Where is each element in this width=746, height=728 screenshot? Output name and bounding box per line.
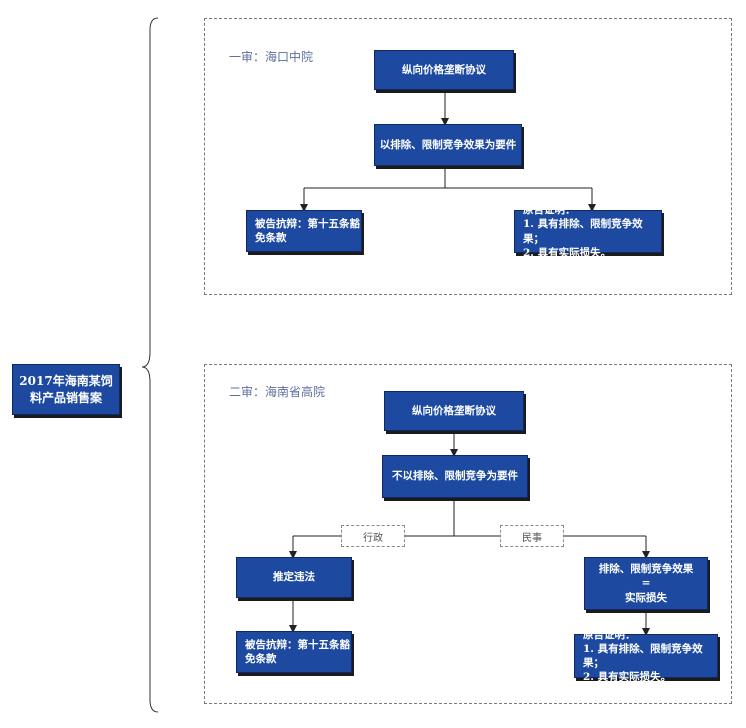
first-trial-label: 一审：海口中院 — [229, 50, 314, 64]
first-trial-defense-line2: 免条款 — [255, 232, 287, 244]
first-trial-frame — [204, 18, 732, 295]
equivalence-line1: 排除、限制竞争效果 — [598, 563, 694, 576]
root-case-line2: 料产品销售案 — [29, 390, 102, 405]
second-trial-plaintiff-line1: 原告证明： — [583, 628, 636, 641]
equivalence-node: 排除、限制竞争效果 = 实际损失 — [584, 557, 708, 610]
civil-branch-label: 民事 — [500, 525, 564, 547]
presume-illegal-node: 推定违法 — [236, 557, 352, 598]
second-trial-defense-line2: 免条款 — [245, 653, 277, 665]
second-trial-agreement-text: 纵向价格垄断协议 — [412, 404, 496, 417]
second-trial-plaintiff-node: 原告证明： 1. 具有排除、限制竞争效果； 2. 具有实际损失。 — [574, 629, 718, 683]
second-trial-defense-line1: 被告抗辩：第十五条豁 — [245, 638, 350, 651]
second-trial-agreement-node: 纵向价格垄断协议 — [384, 391, 524, 431]
second-trial-plaintiff-line2: 1. 具有排除、限制竞争效果； — [583, 642, 703, 669]
first-trial-plaintiff-line3: 2. 具有实际损失。 — [523, 246, 612, 259]
grouping-brace — [141, 17, 159, 713]
first-trial-agreement-text: 纵向价格垄断协议 — [402, 63, 486, 76]
first-trial-plaintiff-line2: 1. 具有排除、限制竞争效果； — [523, 218, 643, 245]
first-trial-defense-line1: 被告抗辩：第十五条豁 — [255, 217, 360, 230]
first-trial-plaintiff-line1: 原告证明： — [523, 204, 576, 217]
equivalence-line2: = — [641, 577, 651, 590]
first-trial-defense-node: 被告抗辩：第十五条豁 免条款 — [246, 210, 362, 252]
second-trial-defense-node: 被告抗辩：第十五条豁 免条款 — [236, 631, 352, 673]
second-trial-plaintiff-line3: 2. 具有实际损失。 — [583, 671, 672, 684]
second-trial-label: 二审：海南省高院 — [229, 385, 326, 399]
first-trial-plaintiff-node: 原告证明： 1. 具有排除、限制竞争效果； 2. 具有实际损失。 — [514, 204, 662, 259]
root-case-node: 2017年海南某饲 料产品销售案 — [12, 364, 120, 415]
presume-illegal-text: 推定违法 — [273, 571, 315, 584]
admin-branch-label: 行政 — [341, 525, 405, 547]
first-trial-agreement-node: 纵向价格垄断协议 — [374, 50, 514, 90]
second-trial-criterion-text: 不以排除、限制竞争为要件 — [392, 470, 518, 483]
first-trial-criterion-node: 以排除、限制竞争效果为要件 — [374, 124, 522, 166]
first-trial-criterion-text: 以排除、限制竞争效果为要件 — [379, 138, 517, 151]
equivalence-line3: 实际损失 — [625, 591, 667, 604]
second-trial-frame — [204, 364, 732, 704]
root-case-line1: 2017年海南某饲 — [19, 374, 113, 389]
second-trial-criterion-node: 不以排除、限制竞争为要件 — [382, 455, 528, 498]
